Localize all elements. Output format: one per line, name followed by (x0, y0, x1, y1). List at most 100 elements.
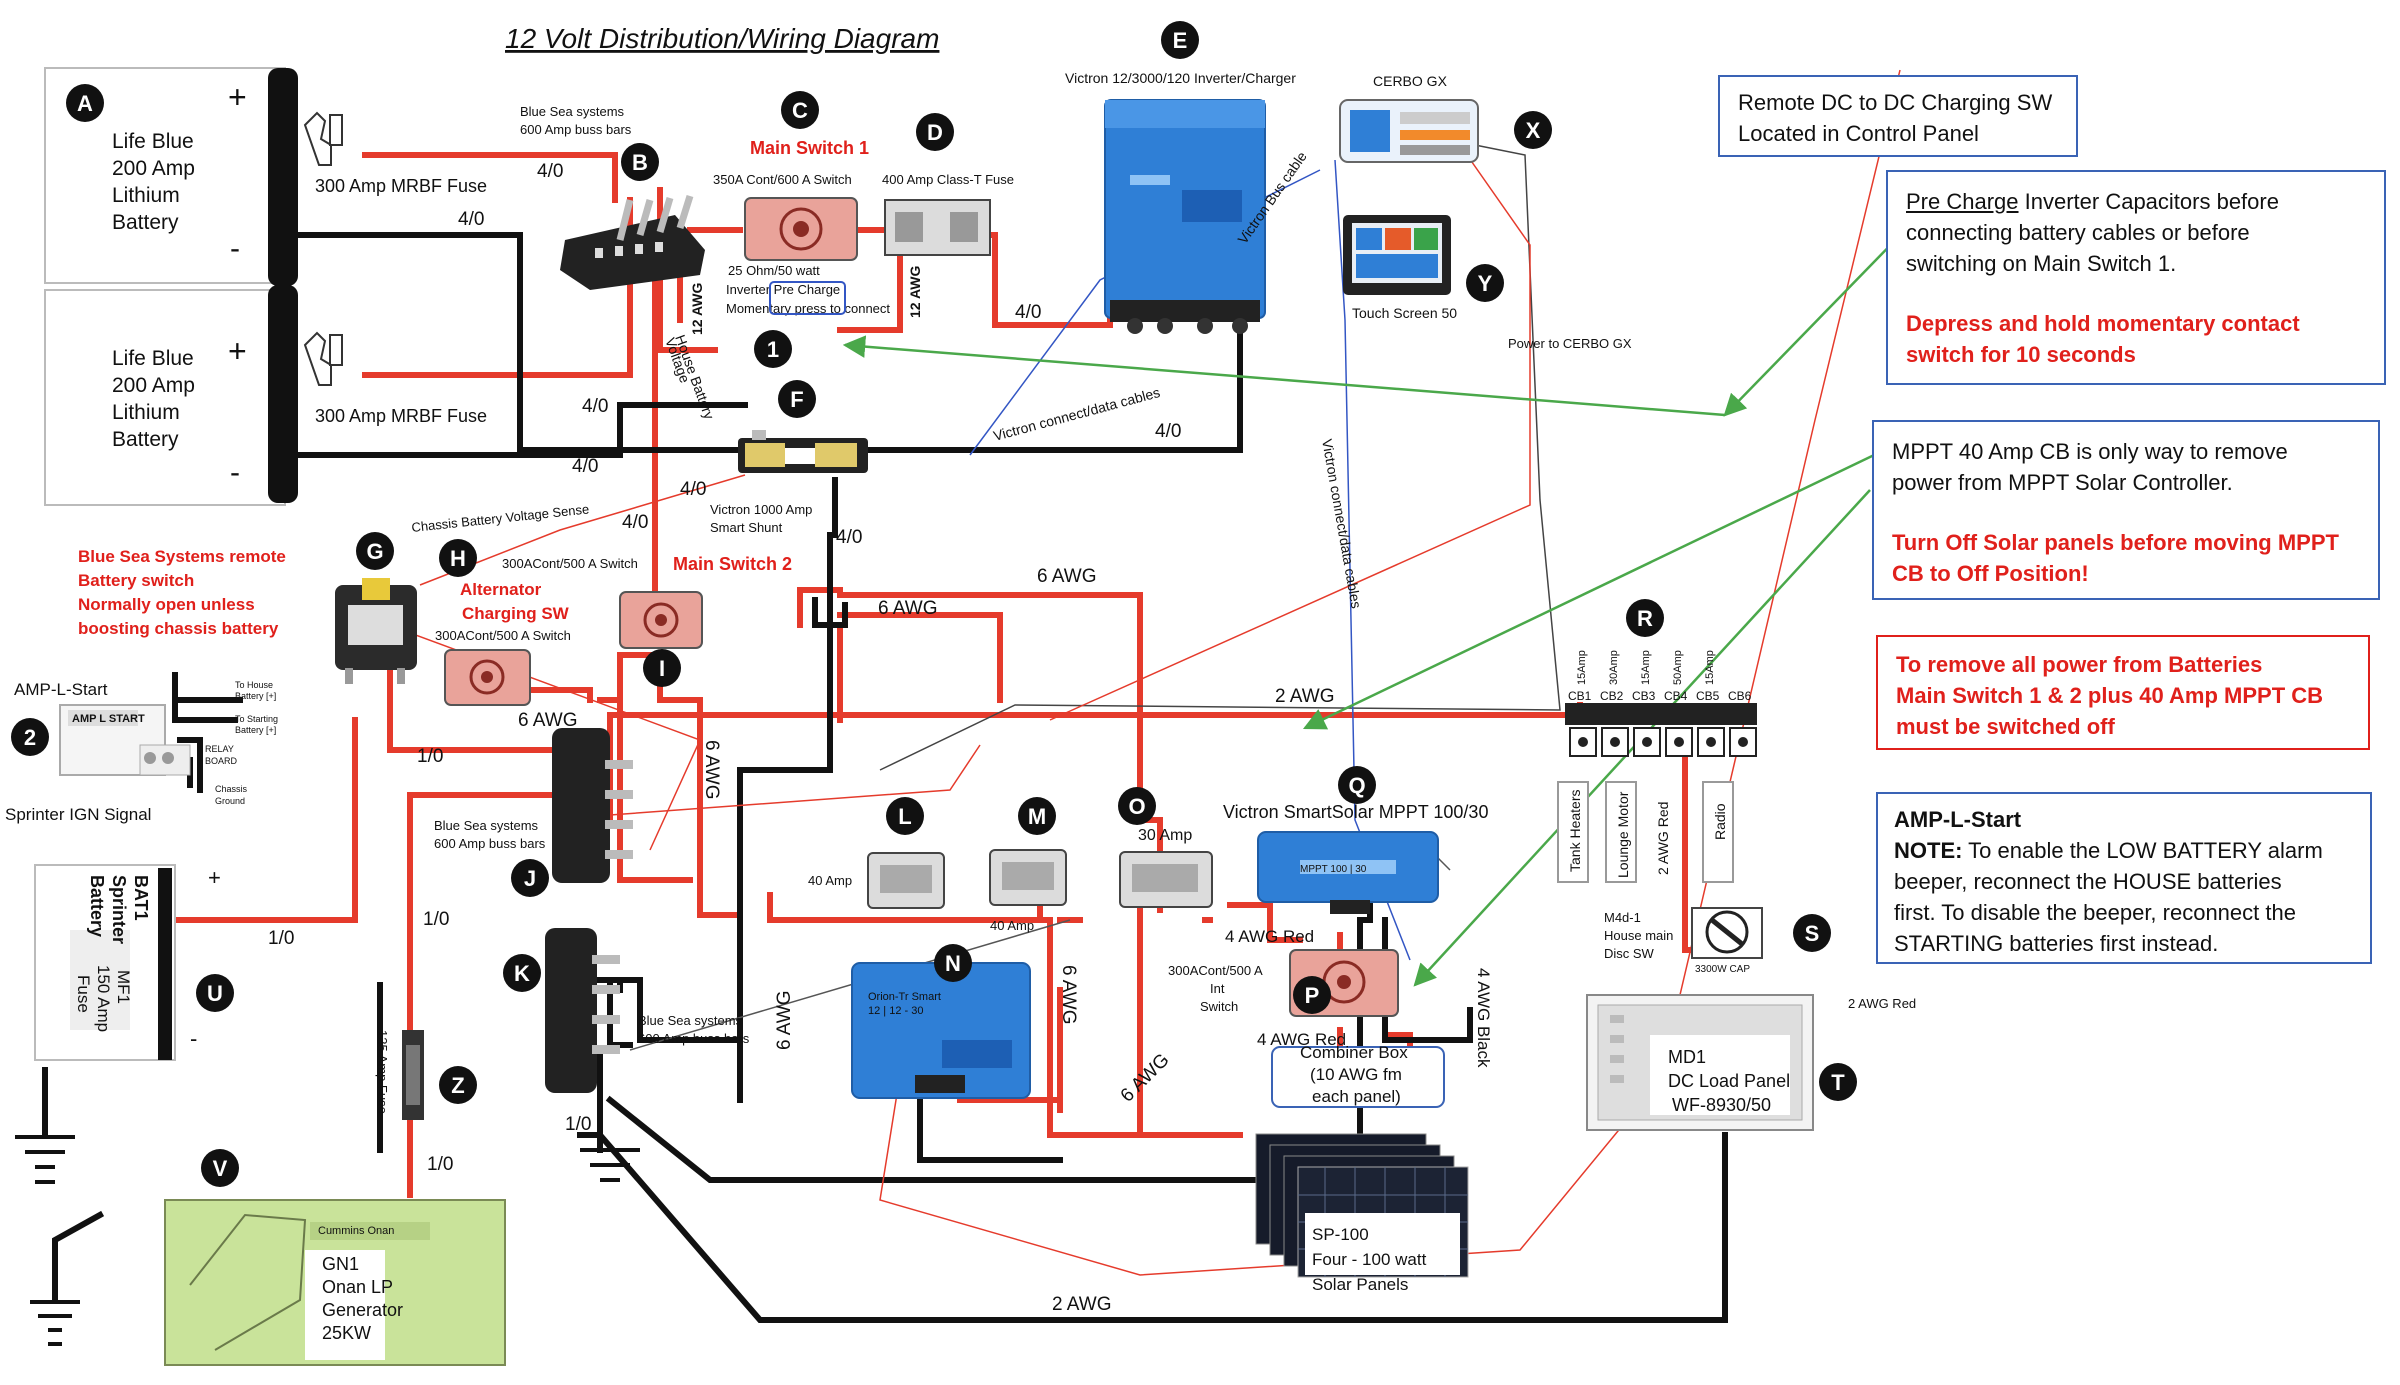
svg-text:Z: Z (451, 1073, 464, 1098)
shunt-label-1: Victron 1000 Amp (710, 502, 812, 517)
precharge-switch-outline (769, 281, 846, 315)
battery-1-minus: - (230, 232, 240, 265)
svg-text:B: B (632, 150, 648, 175)
marker-m: M (1018, 797, 1056, 835)
chassis-ground-label: Chassis (215, 784, 248, 794)
svg-text:N: N (945, 951, 961, 976)
mppt-controller (1257, 831, 1439, 914)
breaker-30a-o[interactable] (1119, 851, 1213, 908)
relay-board-label: RELAY (205, 744, 234, 754)
power-cerbo-label: Power to CERBO GX (1508, 336, 1632, 351)
tank-heaters-label: Tank Heaters (1567, 790, 1583, 872)
svg-text:F: F (790, 387, 803, 412)
main-switch-1[interactable] (744, 197, 858, 261)
note-amp-line-5: STARTING batteries first instead. (1894, 931, 2219, 956)
note-pre-charge-line-1: Inverter Capacitors before (2018, 189, 2279, 214)
marker-v: V (201, 1149, 239, 1187)
note-remote-line-1: Remote DC to DC Charging SW (1738, 90, 2053, 115)
orion-dc-dc-charger (851, 962, 1031, 1099)
cb-label: CB4 (1664, 689, 1688, 703)
precharge-label-2: Inverter Pre Charge (726, 282, 840, 297)
touch-screen-label: Touch Screen 50 (1352, 305, 1457, 321)
main-switch-2[interactable] (619, 591, 703, 649)
gn1-label-3: Generator (322, 1300, 403, 1320)
buss-b-label-2: 600 Amp buss bars (520, 122, 632, 137)
bat1-label-3: Battery (87, 875, 107, 937)
marker-z: Z (439, 1066, 477, 1104)
precharge-label-1: 25 Ohm/50 watt (728, 263, 820, 278)
battery-1-line-3: Lithium (112, 184, 180, 207)
amp-l-start-board: AMP L START (59, 704, 191, 776)
diagram-title: 12 Volt Distribution/Wiring Diagram (505, 23, 939, 54)
circuit-load-boxes (1557, 781, 1734, 883)
to-house-label: To House (235, 680, 273, 690)
note-amp-line-3: beeper, reconnect the HOUSE batteries (1894, 869, 2282, 894)
blue-sea-remote-label-2: Battery switch (78, 571, 194, 590)
sprinter-ign-label: Sprinter IGN Signal (5, 805, 151, 824)
marker-p: P (1293, 976, 1331, 1014)
note-amp-line-4: first. To disable the beeper, reconnect … (1894, 900, 2296, 925)
marker-t: T (1819, 1063, 1857, 1101)
svg-text:T: T (1831, 1070, 1845, 1095)
wire-label-6awg: 6 AWG (701, 740, 722, 799)
ground-symbols (15, 1135, 640, 1346)
svg-text:V: V (213, 1156, 228, 1181)
breaker-40a-l[interactable] (867, 852, 945, 909)
class-t-fuse-label: 400 Amp Class-T Fuse (882, 172, 1014, 187)
cb-amp-label: 15Amp (1576, 650, 1588, 685)
cb-amp-label: 15Amp (1640, 650, 1652, 685)
alternator-label-1: Alternator (460, 580, 542, 599)
md1-label: MD1 (1668, 1047, 1706, 1067)
orion-label-2: 12 | 12 - 30 (868, 1005, 923, 1017)
wire-label-2awg: 2 AWG (1052, 1294, 1111, 1315)
note-mppt-line-1: MPPT 40 Amp CB is only way to remove (1892, 439, 2288, 464)
note-remove-power: To remove all power from Batteries Main … (1876, 635, 2370, 750)
alternator-charging-switch[interactable] (444, 649, 531, 706)
gn1-label-2: Onan LP (322, 1277, 393, 1297)
svg-text:A: A (77, 91, 93, 116)
marker-1: 1 (754, 330, 792, 368)
to-start-label: To Starting (235, 714, 278, 724)
mf1-label: MF1 (114, 970, 133, 1004)
blue-sea-remote-label-4: boosting chassis battery (78, 619, 279, 638)
awg4-red-label: 4 AWG Red (1225, 927, 1314, 946)
note-mppt-warning-2: CB to Off Position! (1892, 561, 2089, 586)
house-main-disconnect-switch[interactable] (1691, 907, 1763, 959)
cb-bus-panel (1565, 703, 1757, 757)
marker-o: O (1118, 787, 1156, 825)
breaker-40a-m[interactable] (989, 849, 1067, 906)
onan-generator (164, 1199, 506, 1366)
fuse-1-label: 300 Amp MRBF Fuse (315, 176, 487, 196)
note-remove-power-line-1: To remove all power from Batteries (1896, 652, 2263, 677)
battery-2-plus: + (228, 333, 247, 369)
solar-panels (1255, 1133, 1469, 1278)
marker-e: E (1161, 21, 1199, 59)
marker-j: J (511, 859, 549, 897)
note-pre-charge-warning-1: Depress and hold momentary contact (1906, 311, 2300, 336)
bat1-label-2: Sprinter (109, 875, 129, 944)
house-main-label: House main (1604, 928, 1673, 943)
wire-label-1-0: 1/0 (427, 1154, 453, 1175)
cb-amp-label: 15Amp (1704, 650, 1716, 685)
combiner-label-2: (10 AWG fm (1310, 1065, 1402, 1084)
component-markers: A B C D E F G H I J K L M N O P Q R S T … (11, 21, 1857, 1187)
bat1-minus: - (190, 1026, 197, 1051)
battery-1-line-1: Life Blue (112, 130, 194, 153)
cb-label: CB6 (1728, 689, 1752, 703)
wire-label-4-0: 4/0 (582, 396, 608, 417)
marker-c: C (781, 91, 819, 129)
shunt-label-2: Smart Shunt (710, 520, 783, 535)
buss-bar-j (552, 728, 633, 883)
main-switch-1-rating: 350A Cont/600 A Switch (713, 172, 852, 187)
mf1-label-2: 150 Amp (94, 965, 113, 1032)
2awg-red-t-label: 2 AWG Red (1848, 996, 1916, 1011)
wire-label-4-0: 4/0 (1155, 421, 1181, 442)
to-start-label-2: Battery [+] (235, 725, 276, 735)
class-t-fuse (884, 199, 991, 256)
blue-sea-remote-switch[interactable] (335, 578, 417, 684)
wire-label-1-0: 1/0 (417, 746, 443, 767)
chassis-ground-label-2: Ground (215, 796, 245, 806)
battery-1-line-2: 200 Amp (112, 157, 195, 180)
wire-label-4-0: 4/0 (537, 161, 563, 182)
battery-2-line-2: 200 Amp (112, 374, 195, 397)
